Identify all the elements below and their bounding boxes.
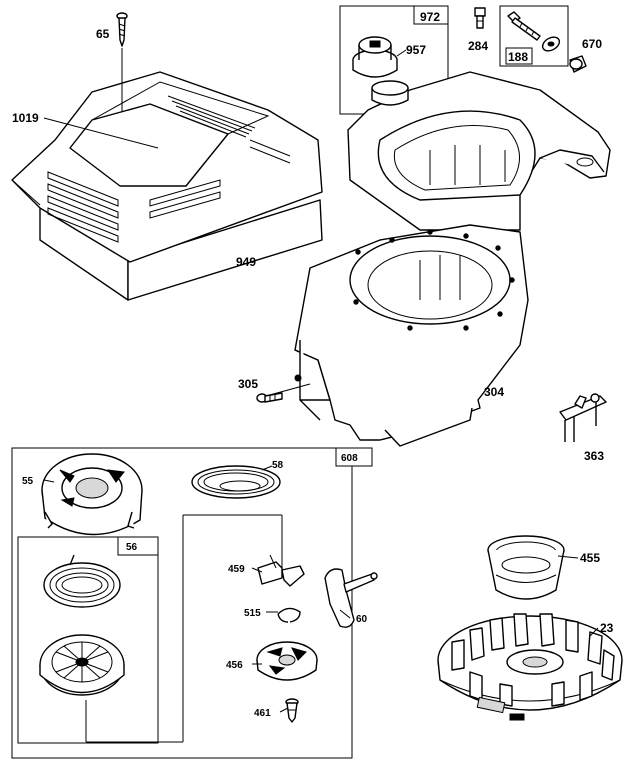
label-459: 459 [228,564,245,575]
spring-pulley-56 [17,536,159,744]
label-284: 284 [468,39,488,53]
label-60: 60 [356,614,368,625]
starter-housing-55 [41,453,143,536]
label-456: 456 [226,660,243,671]
bracket-363 [559,393,607,442]
label-972: 972 [420,10,440,24]
cup-456 [256,641,318,681]
cup-455 [487,535,565,600]
label-23: 23 [600,621,614,635]
label-363: 363 [584,449,604,463]
label-188: 188 [508,50,528,64]
retainer-515 [277,607,301,623]
fuel-tank-shroud [339,5,611,231]
screw-305 [256,392,283,403]
label-957: 957 [406,43,426,57]
label-305: 305 [238,377,258,391]
pawl-459 [257,554,305,587]
label-455: 455 [580,551,600,565]
label-58: 58 [272,460,284,471]
label-949: 949 [236,255,256,269]
label-461: 461 [254,708,271,719]
label-304: 304 [484,385,504,399]
starter-kit-608 [11,447,373,759]
label-608: 608 [341,453,358,464]
label-1019: 1019 [12,111,39,125]
screw-65 [116,12,128,112]
rope-58 [191,465,281,499]
blower-cover-949 [11,71,323,301]
label-55: 55 [22,476,34,487]
label-670: 670 [582,37,602,51]
label-515: 515 [244,608,261,619]
part-labels: 65 1019 949 972 957 284 188 670 305 304 … [12,10,614,719]
label-56: 56 [126,542,138,553]
leader-lines [43,49,599,713]
bolt-washer-188 [499,5,569,67]
blower-housing-304 [294,224,529,447]
bushing-670 [569,55,587,73]
flywheel-23 [437,613,623,721]
handle-60 [324,568,378,628]
fitting-284 [474,7,486,29]
screw-461 [285,698,299,723]
kit-leader-lines [85,514,283,743]
label-65: 65 [96,27,110,41]
